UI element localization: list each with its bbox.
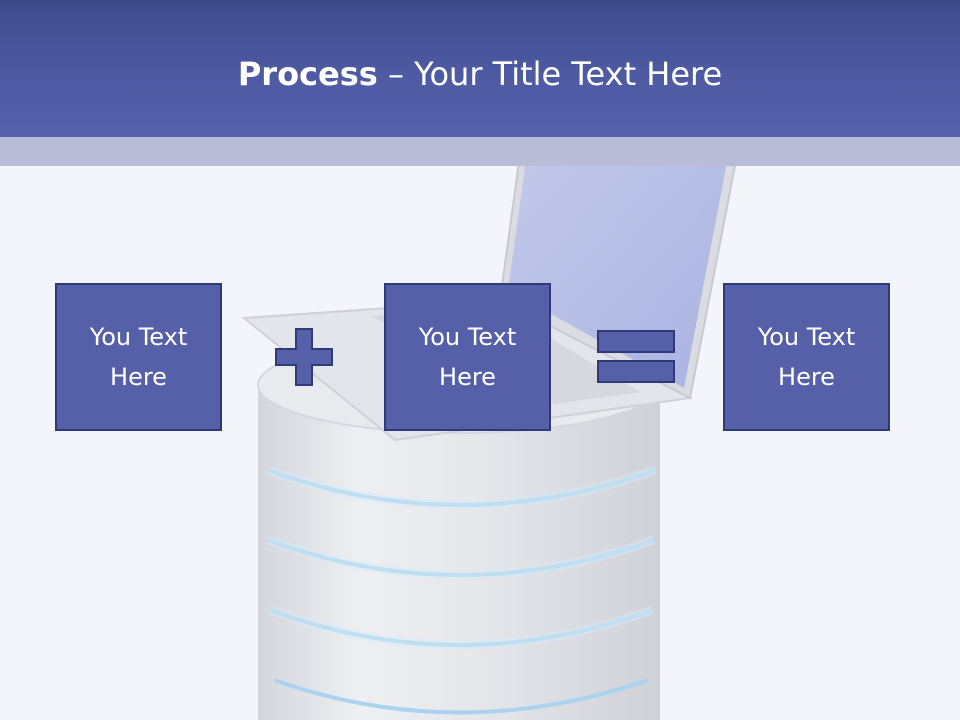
slide-title: Process – Your Title Text Here bbox=[0, 52, 960, 96]
text-box-2[interactable]: You Text Here bbox=[384, 283, 551, 431]
title-bar bbox=[0, 0, 960, 137]
title-accent-strip bbox=[0, 137, 960, 166]
slide-title-rest: – Your Title Text Here bbox=[377, 55, 723, 93]
slide-title-bold: Process bbox=[237, 55, 378, 93]
text-box-1[interactable]: You Text Here bbox=[55, 283, 222, 431]
text-box-2-label: You Text Here bbox=[418, 323, 517, 391]
text-box-3-label: You Text Here bbox=[757, 323, 856, 391]
text-box-1-label: You Text Here bbox=[89, 323, 188, 391]
text-box-3[interactable]: You Text Here bbox=[723, 283, 890, 431]
equals-icon bbox=[597, 330, 675, 383]
plus-icon bbox=[275, 328, 333, 386]
